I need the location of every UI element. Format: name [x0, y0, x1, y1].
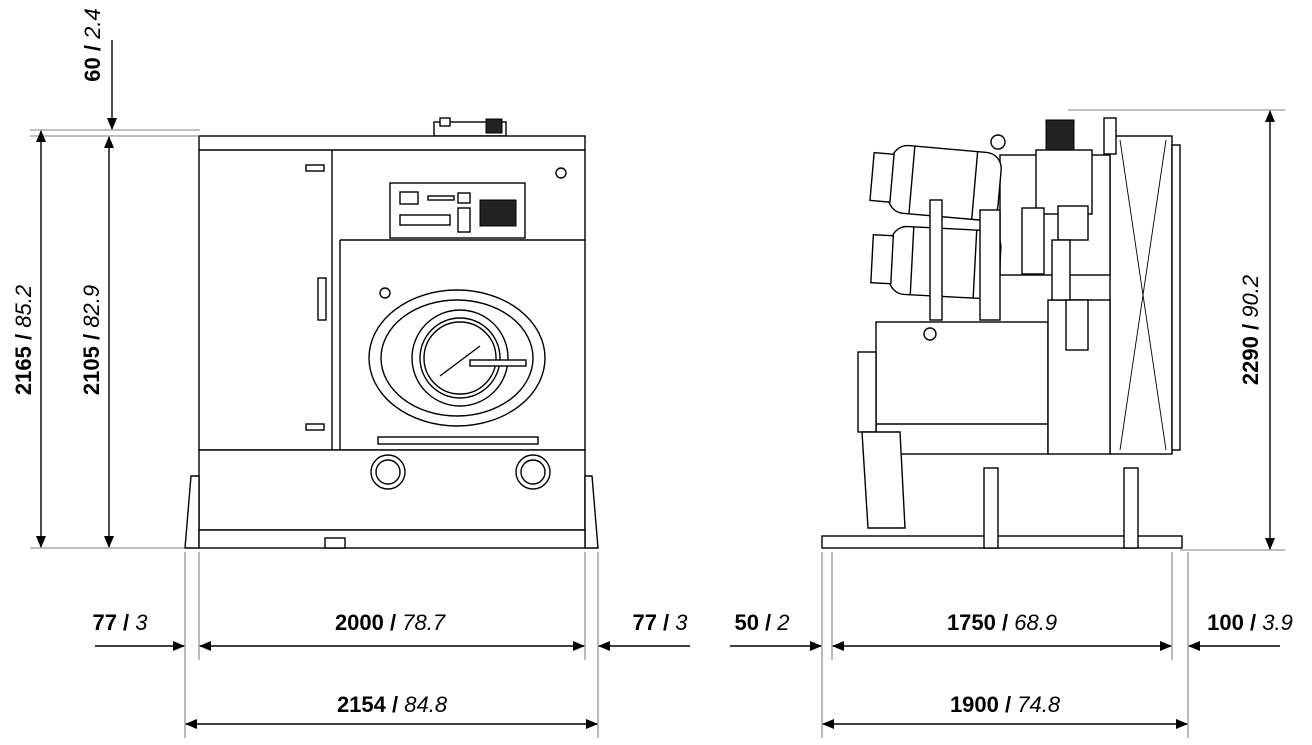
label-body-width: 2000 / 78.7 — [335, 610, 446, 635]
label-right-margin: 77 / 3 — [632, 610, 688, 635]
label-side-right-margin: 100 / 3.9 — [1207, 610, 1293, 635]
front-view-dimensions — [30, 40, 690, 738]
label-body-height: 2105 / 82.9 — [79, 285, 104, 395]
label-side-left-margin: 50 / 2 — [734, 610, 789, 635]
label-overall-height: 2165 / 85.2 — [11, 285, 36, 395]
side-view-machine — [821, 117, 1183, 549]
label-overall-width: 2154 / 84.8 — [337, 692, 448, 717]
label-top-gap: 60 / 2.4 — [80, 8, 105, 81]
side-view-dimensions — [730, 109, 1285, 738]
front-view-machine — [184, 117, 599, 549]
label-body-depth: 1750 / 68.9 — [947, 610, 1057, 635]
label-overall-depth: 1900 / 74.8 — [950, 692, 1061, 717]
label-side-height: 2290 / 90.2 — [1238, 275, 1263, 385]
label-left-margin: 77 / 3 — [92, 610, 148, 635]
